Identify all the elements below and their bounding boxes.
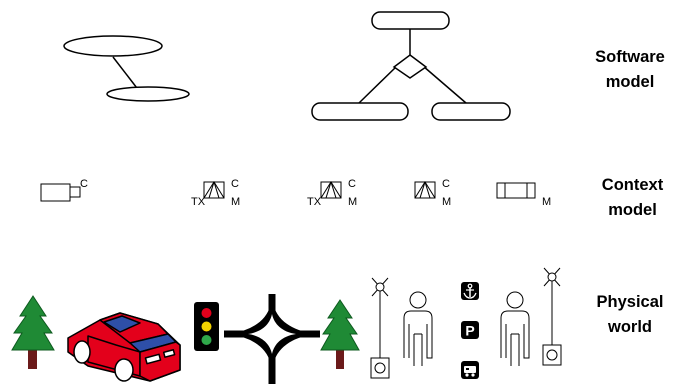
- camper-sign-icon: [461, 361, 479, 379]
- label-software-model: Software model: [585, 45, 675, 95]
- context-box-port: [69, 186, 81, 198]
- traffic-light-red: [201, 308, 212, 318]
- tree-trunk: [28, 345, 37, 369]
- label-context-model: Context model: [590, 173, 675, 223]
- car-icon: [67, 312, 181, 382]
- traffic-light-yellow: [201, 321, 212, 332]
- software-entity-bottom-left: [106, 86, 190, 102]
- person-icon: [500, 291, 530, 366]
- software-entity-top: [371, 11, 450, 30]
- context-mark-c: C: [348, 178, 356, 190]
- context-item-3: TX C M: [307, 178, 357, 208]
- label-line: model: [608, 201, 657, 219]
- context-item-2: TX C M: [191, 178, 240, 208]
- software-entity-top-left: [63, 35, 163, 57]
- sensor-pole-icon: [370, 277, 390, 379]
- anchor-sign-icon: [461, 282, 479, 300]
- context-box: [40, 183, 71, 202]
- context-crossed-box: [320, 181, 342, 199]
- label-line: Physical: [596, 293, 664, 311]
- context-mark-c: C: [442, 178, 450, 190]
- traffic-light-icon: [194, 302, 219, 351]
- tree-icon: [11, 295, 55, 369]
- software-relationship-diamond: [392, 54, 428, 79]
- context-mark-m: M: [231, 196, 240, 208]
- context-mark-m: M: [542, 196, 551, 208]
- tree-crown: [11, 295, 55, 351]
- sensor-pole-icon: [542, 267, 562, 366]
- software-model-left: [63, 35, 190, 102]
- context-item-4: C M: [414, 178, 451, 208]
- intersection-icon: [224, 294, 320, 384]
- traffic-light-green: [201, 335, 212, 345]
- person-icon: [403, 291, 433, 366]
- software-link-right-branch: [422, 65, 467, 104]
- software-link-left-branch: [358, 65, 398, 104]
- label-line: model: [605, 73, 655, 91]
- context-segmented-box: [496, 182, 536, 199]
- context-mark-m: M: [348, 196, 357, 208]
- context-crossed-box: [203, 181, 225, 199]
- label-line: world: [608, 318, 652, 336]
- context-item-1: C: [40, 178, 88, 202]
- software-entity-bottom-right: [431, 102, 511, 121]
- context-mark-c: C: [80, 178, 88, 190]
- parking-sign-icon: P: [461, 321, 479, 339]
- context-mark-m: M: [442, 196, 451, 208]
- context-mark-tx: TX: [307, 196, 322, 208]
- tree-crown: [320, 299, 360, 351]
- context-mark-tx: TX: [191, 196, 206, 208]
- software-entity-bottom-left: [311, 102, 409, 121]
- label-line: Software: [595, 48, 665, 66]
- label-line: Context: [601, 176, 664, 194]
- context-crossed-box: [414, 181, 436, 199]
- software-link-left: [112, 56, 141, 93]
- context-item-5: M: [496, 182, 551, 208]
- software-model-right: [311, 11, 511, 121]
- context-mark-c: C: [231, 178, 239, 190]
- tree-icon: [320, 299, 360, 369]
- tree-trunk: [336, 345, 344, 369]
- parking-sign-letter: P: [465, 323, 474, 339]
- label-physical-world: Physical world: [585, 290, 675, 340]
